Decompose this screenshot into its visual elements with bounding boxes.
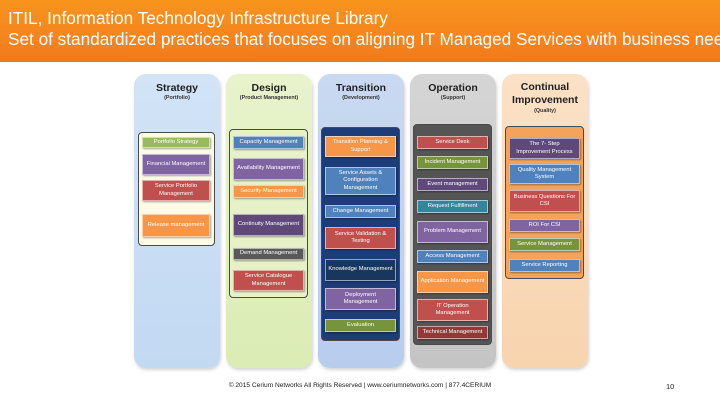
box-financial-management: Financial Management xyxy=(142,154,210,175)
box-demand-management: Demand Management xyxy=(233,248,304,260)
box-service-validation: Service Validation & Testing xyxy=(325,227,396,249)
box-deployment-management: Deployment Management xyxy=(325,288,396,310)
footer-copyright: © 2015 Cerium Networks All Rights Reserv… xyxy=(228,382,492,389)
box-event-management: Event management xyxy=(417,178,488,191)
box-request-fulfillment: Request Fulfillment xyxy=(417,200,488,213)
column-title: Design xyxy=(251,82,287,94)
column-operation: Operation (Support) Service Desk Inciden… xyxy=(410,74,496,368)
column-subtitle: (Development) xyxy=(342,95,380,101)
column-inner-panel xyxy=(229,129,308,298)
slide-header: ITIL, Information Technology Infrastruct… xyxy=(0,0,720,62)
box-service-catalogue-management: Service Catalogue Management xyxy=(233,270,304,291)
box-problem-management: Problem Management xyxy=(417,221,488,243)
box-evaluation: Evaluation xyxy=(325,319,396,332)
box-service-desk: Service Desk xyxy=(417,136,488,149)
slide-subtitle: Set of standardized practices that focus… xyxy=(8,29,720,49)
column-title: Continual xyxy=(520,81,570,93)
box-capacity-management: Capacity Management xyxy=(233,136,304,149)
column-title-line2: Improvement xyxy=(512,94,578,106)
column-title: Operation xyxy=(428,82,478,94)
box-portfolio-strategy: Portfolio Strategy xyxy=(142,137,210,148)
box-access-management: Access Management xyxy=(417,250,488,263)
column-design: Design (Product Management) Capacity Man… xyxy=(226,74,312,368)
slide-title: ITIL, Information Technology Infrastruct… xyxy=(8,8,388,28)
box-service-assets: Service Assets & Configuration Managemen… xyxy=(325,167,396,195)
column-continual-improvement: Continual Improvement (Quality) The 7- S… xyxy=(502,74,588,368)
box-continuity-management: Continuity Management xyxy=(233,214,304,236)
box-seven-step-improvement: The 7- Step Improvement Process xyxy=(509,138,580,159)
column-subtitle: (Support) xyxy=(440,95,466,101)
box-technical-management: Technical Management xyxy=(417,326,488,339)
box-release-management: Release management xyxy=(142,214,210,237)
column-subtitle: (Quality) xyxy=(534,108,556,114)
box-security-management: Security Management xyxy=(233,185,304,198)
page-number: 10 xyxy=(666,382,675,391)
box-it-operation-management: IT Operation Management xyxy=(417,299,488,321)
box-incident-management: Incident Management xyxy=(417,156,488,169)
box-service-reporting: Service Reporting xyxy=(509,259,580,272)
box-availability-management: Availability Management xyxy=(233,158,304,180)
column-subtitle: (Portfolio) xyxy=(164,95,190,101)
box-service-management: Service Management xyxy=(509,238,580,251)
column-subtitle: (Product Management) xyxy=(239,95,299,101)
column-strategy: Strategy (Portfolio) Portfolio Strategy … xyxy=(134,74,220,368)
box-knowledge-management: Knowledge Management xyxy=(325,259,396,281)
box-roi-for-csi: ROI For CSI xyxy=(509,219,580,232)
box-business-questions-csi: Business Questions For CSI xyxy=(509,190,580,212)
column-transition: Transition (Development) Transition Plan… xyxy=(318,74,404,368)
column-title: Strategy xyxy=(155,82,198,94)
box-application-management: Application Management xyxy=(417,271,488,293)
box-transition-planning: Transition Planning & Support xyxy=(325,136,396,157)
box-change-management: Change Management xyxy=(325,205,396,218)
column-title: Transition xyxy=(335,82,387,94)
box-quality-management-system: Quality Management System xyxy=(509,164,580,184)
box-service-portfolio-management: Service Portfolio Management xyxy=(142,180,210,201)
